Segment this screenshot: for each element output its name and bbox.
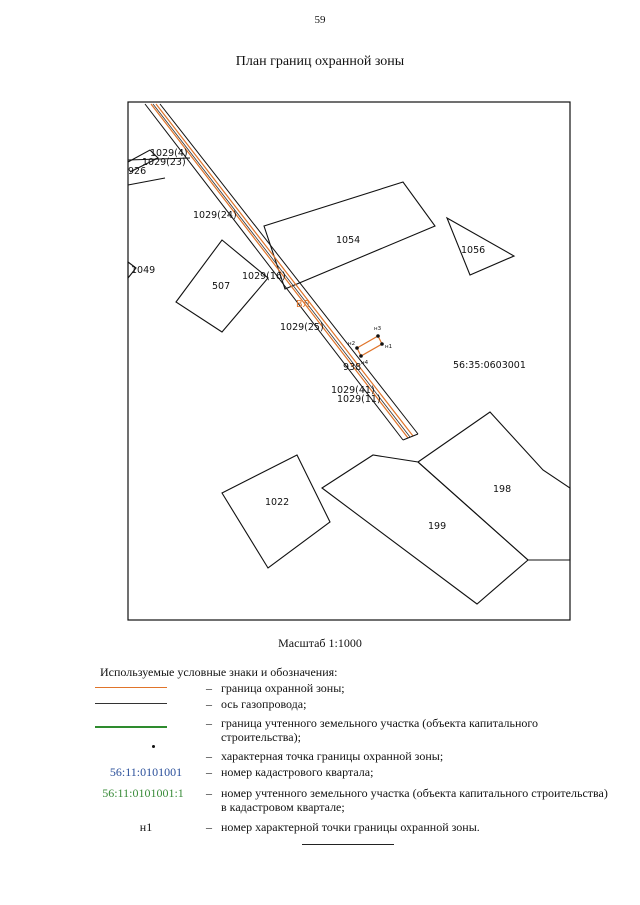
legend-dash: – bbox=[206, 716, 212, 730]
protection-zone-left bbox=[150, 103, 409, 439]
parcel-1022 bbox=[221, 454, 331, 569]
legend-text-quarter: номер кадастрового квартала; bbox=[221, 765, 374, 779]
legend-dash: – bbox=[206, 697, 212, 711]
characteristic-point-n3 bbox=[376, 334, 380, 338]
legend-dash: – bbox=[206, 749, 212, 763]
label-938: 938 bbox=[343, 362, 361, 373]
legend-text-point-number: номер характерной точки границы охранной… bbox=[221, 820, 480, 834]
label-1029-11: 1029(11) bbox=[337, 394, 381, 405]
corridor-end-cap bbox=[402, 433, 419, 441]
legend-parcel-number-sample: 56:11:0101001:1 bbox=[102, 786, 184, 800]
label-1029-23: 1029(23) bbox=[142, 157, 186, 168]
point-label-n1: н1 bbox=[385, 344, 392, 350]
protection-zone-right bbox=[155, 103, 414, 437]
legend-text-point: характерная точка границы охранной зоны; bbox=[221, 749, 444, 763]
protection-zone-polygon bbox=[356, 335, 383, 357]
point-label-n3: н3 bbox=[374, 326, 382, 332]
legend-heading: Используемые условные знаки и обозначени… bbox=[100, 665, 338, 679]
label-1054: 1054 bbox=[336, 235, 360, 246]
label-1029-4: 1029(4) bbox=[150, 148, 188, 159]
legend-text-gas-axis: ось газопровода; bbox=[221, 697, 307, 711]
label-1029-41: 1029(41) bbox=[331, 385, 375, 396]
parcel-line-top bbox=[127, 157, 191, 161]
parcel-1054 bbox=[263, 181, 436, 290]
legend-dash: – bbox=[206, 786, 212, 800]
label-1022: 1022 bbox=[265, 497, 289, 508]
map-frame bbox=[127, 101, 571, 621]
label-overhead-line: ВЛ bbox=[296, 299, 310, 310]
characteristic-point-n4 bbox=[359, 354, 363, 358]
parcel-507 bbox=[175, 239, 269, 333]
corridor-boundary-right bbox=[159, 103, 419, 435]
label-926: 926 bbox=[128, 166, 146, 177]
legend-row-parcel-boundary: – граница учтенного земельного участка (… bbox=[90, 716, 610, 746]
parcel-1056 bbox=[445, 216, 516, 276]
closing-rule bbox=[302, 844, 394, 845]
parcel-199 bbox=[321, 454, 529, 605]
label-199: 199 bbox=[428, 521, 446, 532]
gas-pipeline-axis bbox=[152, 103, 411, 438]
label-198: 198 bbox=[493, 484, 511, 495]
page-title: План границ охранной зоны bbox=[235, 54, 405, 69]
legend-text-parcel-number: номер учтенного земельного участка (объе… bbox=[221, 786, 608, 814]
parcel-926-edge bbox=[127, 149, 159, 173]
label-1029-16: 1029(16) bbox=[242, 271, 286, 282]
characteristic-point-n1 bbox=[380, 342, 384, 346]
point-label-n4: н4 bbox=[361, 360, 369, 366]
legend-dash: – bbox=[206, 820, 212, 834]
legend-text-parcel-boundary: граница учтенного земельного участка (об… bbox=[221, 716, 539, 744]
boundary-plan-map: н1 н2 н3 н4 1029(4) 1029(23) 926 1029(24… bbox=[127, 101, 571, 621]
label-1056: 1056 bbox=[461, 245, 485, 256]
parcel-line-top2 bbox=[127, 177, 166, 186]
legend-quarter-sample: 56:11:0101001 bbox=[109, 765, 183, 779]
legend-parcel-boundary-line bbox=[95, 726, 167, 728]
legend-point-symbol bbox=[90, 745, 202, 763]
legend-text-zone-boundary: граница охранной зоны; bbox=[221, 681, 345, 695]
legend-point-number-sample: н1 bbox=[139, 820, 153, 834]
label-1029-24: 1029(24) bbox=[193, 210, 237, 221]
point-label-n2: н2 bbox=[348, 341, 355, 347]
label-1029-25: 1029(25) bbox=[280, 322, 324, 333]
parcel-1049-edge bbox=[127, 260, 137, 280]
legend-zone-boundary-line bbox=[95, 687, 167, 688]
legend-gas-axis-line bbox=[95, 703, 167, 704]
legend-dash: – bbox=[206, 681, 212, 695]
label-507: 507 bbox=[212, 281, 230, 292]
page-number: 59 bbox=[314, 14, 326, 26]
characteristic-point-n2 bbox=[355, 346, 359, 350]
legend-dash: – bbox=[206, 765, 212, 779]
corridor-boundary-left bbox=[144, 103, 404, 441]
map-scale: Масштаб 1:1000 bbox=[278, 636, 362, 650]
legend-row-parcel-number: 56:11:0101001:1 – номер учтенного земель… bbox=[90, 786, 610, 816]
cadastral-quarter-number: 56:35:0603001 bbox=[453, 360, 526, 371]
label-1049: 1049 bbox=[131, 265, 155, 276]
